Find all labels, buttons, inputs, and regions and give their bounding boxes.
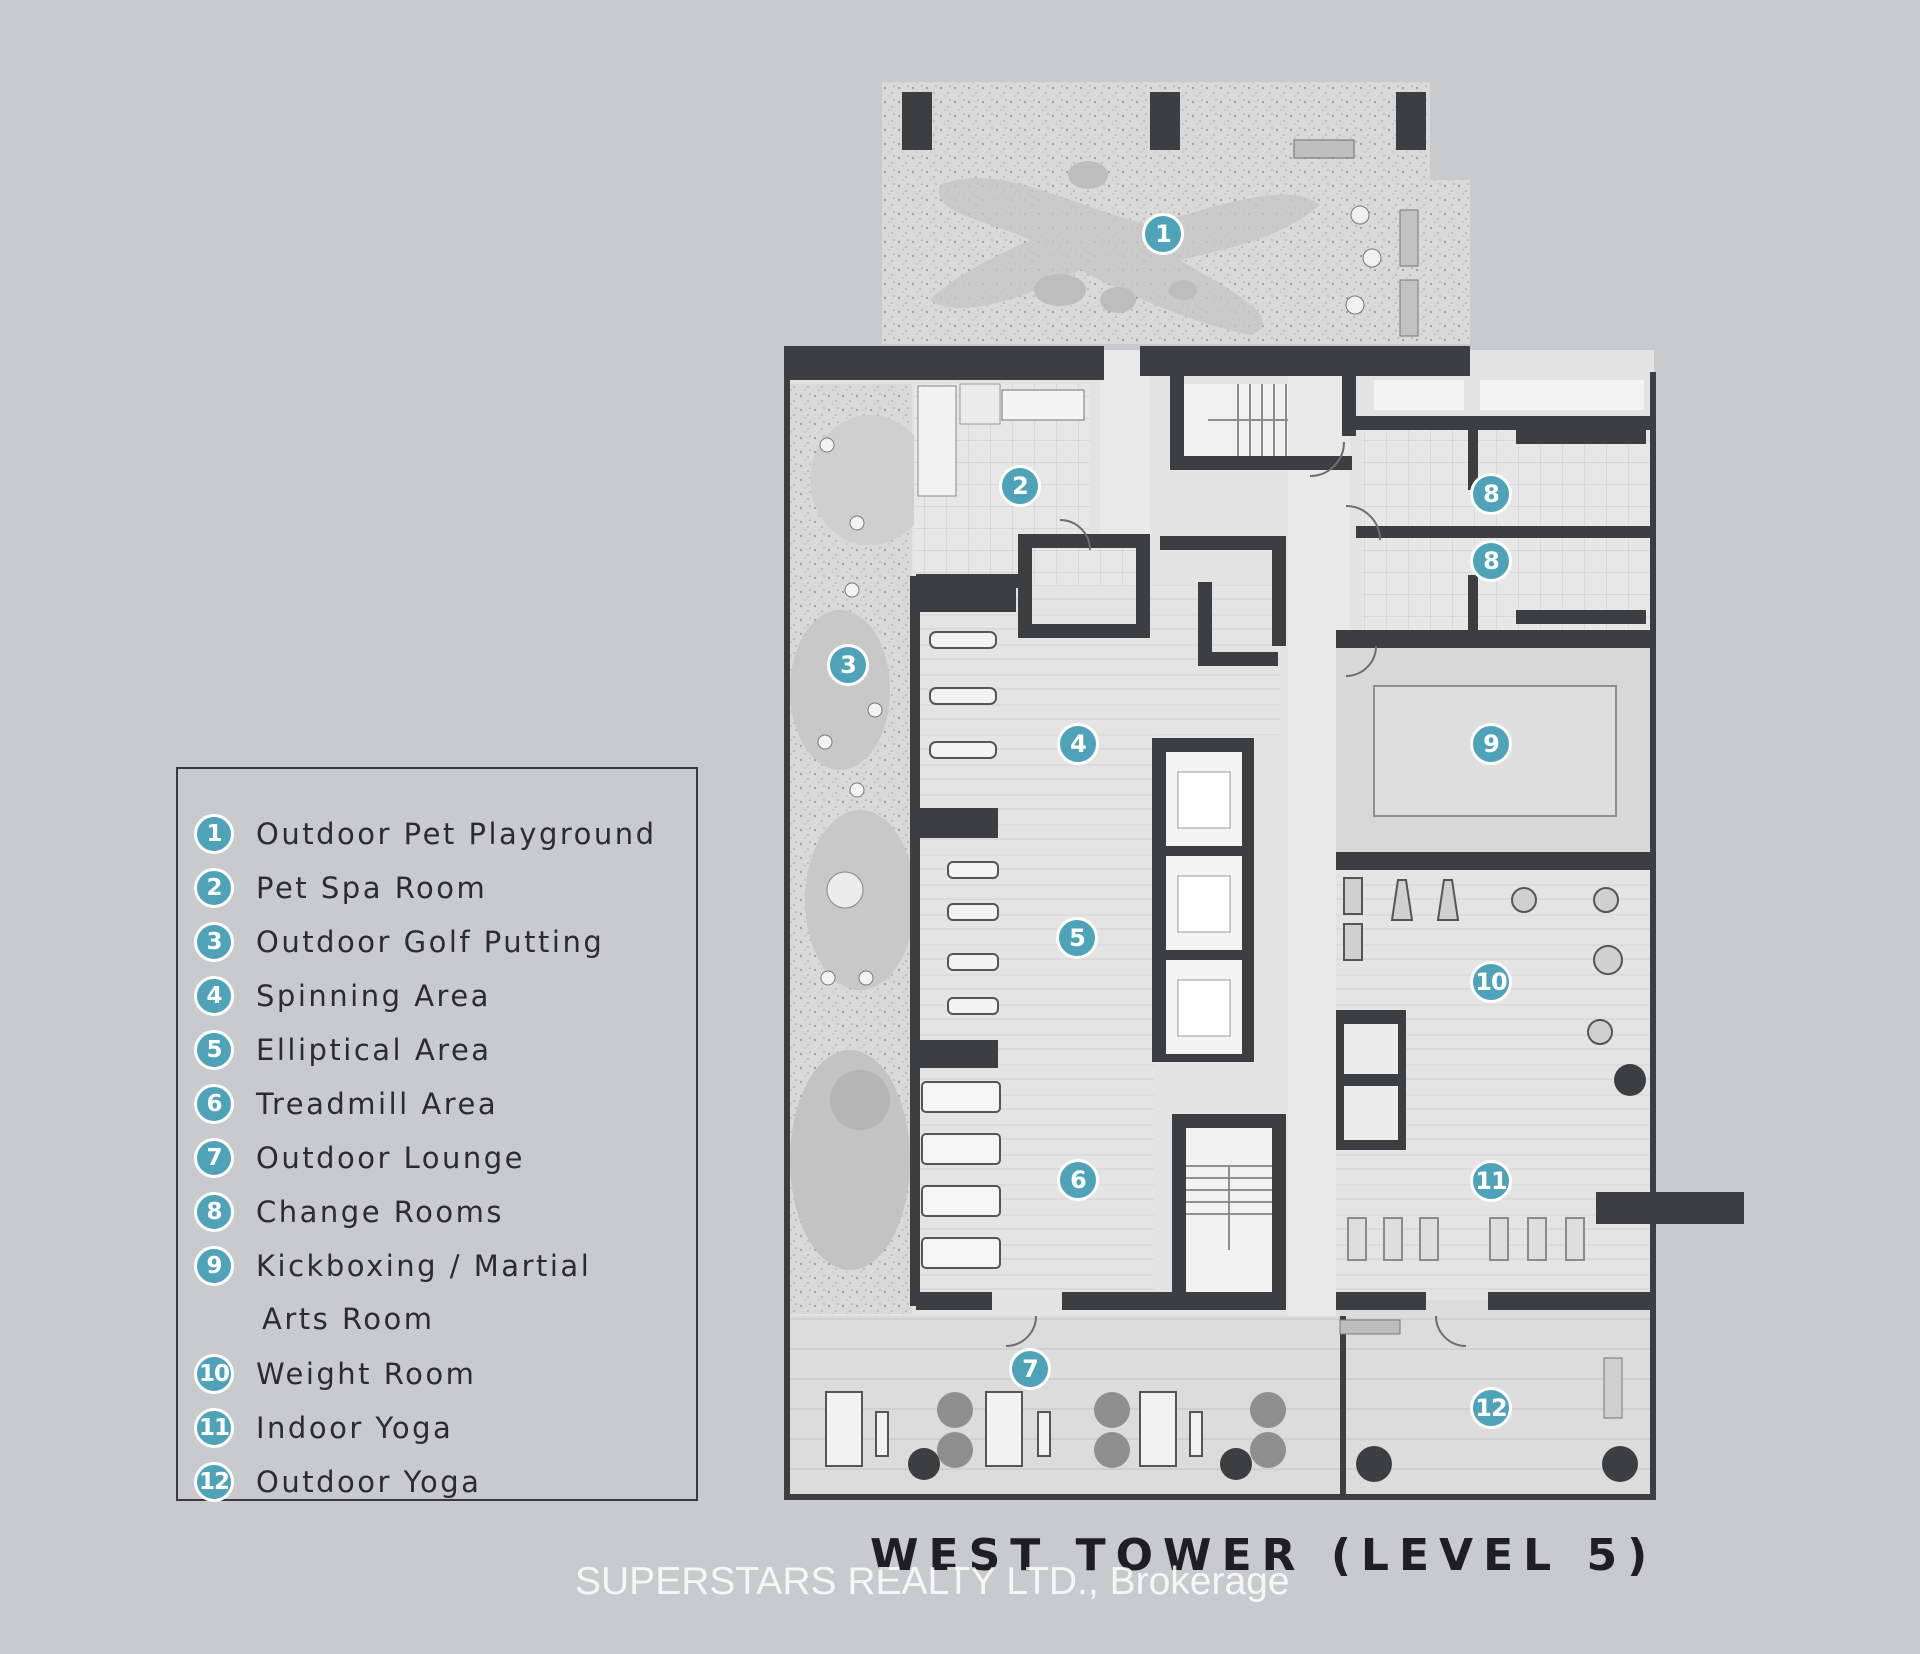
legend-badge: 7	[194, 1138, 234, 1178]
plan-badge-12: 12	[1470, 1387, 1512, 1429]
legend: 1 Outdoor Pet Playground 2 Pet Spa Room …	[176, 767, 698, 1504]
legend-item: 5 Elliptical Area	[194, 1028, 492, 1072]
legend-badge: 11	[194, 1408, 234, 1448]
legend-item: 3 Outdoor Golf Putting	[194, 920, 604, 964]
legend-item: 9 Kickboxing / Martial	[194, 1244, 591, 1288]
legend-badge: 6	[194, 1084, 234, 1124]
walls	[784, 346, 1744, 1500]
plan-badge-7: 7	[1009, 1348, 1051, 1390]
legend-item: 7 Outdoor Lounge	[194, 1136, 525, 1180]
watermark: SUPERSTARS REALTY LTD., Brokerage	[575, 1560, 1290, 1603]
legend-label: Outdoor Yoga	[256, 1465, 482, 1499]
legend-item: 6 Treadmill Area	[194, 1082, 498, 1126]
legend-badge: 10	[194, 1354, 234, 1394]
plan-badge-2: 2	[999, 465, 1041, 507]
legend-badge: 5	[194, 1030, 234, 1070]
change-room-upper-floor	[1362, 430, 1652, 526]
plan-badge-8-lower: 8	[1470, 540, 1512, 582]
legend-label: Pet Spa Room	[256, 871, 488, 905]
legend-item: 2 Pet Spa Room	[194, 866, 487, 910]
legend-label: Outdoor Pet Playground	[256, 817, 657, 851]
legend-label: Outdoor Lounge	[256, 1141, 526, 1175]
legend-badge: 4	[194, 976, 234, 1016]
plan-badge-4: 4	[1057, 723, 1099, 765]
legend-item: 1 Outdoor Pet Playground	[194, 812, 657, 856]
legend-label: Outdoor Golf Putting	[256, 925, 605, 959]
legend-badge: 1	[194, 814, 234, 854]
outdoor-golf-putting-area	[788, 384, 930, 1314]
legend-badge: 12	[194, 1462, 234, 1502]
legend-label: Treadmill Area	[256, 1087, 499, 1121]
legend-label: Kickboxing / Martial	[256, 1249, 592, 1283]
legend-item: 12 Outdoor Yoga	[194, 1460, 481, 1504]
legend-item: 11 Indoor Yoga	[194, 1406, 453, 1450]
plan-badge-11: 11	[1470, 1160, 1512, 1202]
legend-label: Indoor Yoga	[256, 1411, 454, 1445]
plan-badge-6: 6	[1057, 1159, 1099, 1201]
plan-badge-8-upper: 8	[1470, 473, 1512, 515]
legend-item: 10 Weight Room	[194, 1352, 476, 1396]
legend-badge: 3	[194, 922, 234, 962]
plan-badge-1: 1	[1142, 213, 1184, 255]
plan-badge-10: 10	[1470, 961, 1512, 1003]
legend-badge: 9	[194, 1246, 234, 1286]
legend-label: Spinning Area	[256, 979, 491, 1013]
legend-badge: 8	[194, 1192, 234, 1232]
plan-title: WEST TOWER (LEVEL 5)	[870, 1530, 1658, 1581]
plan-badge-9: 9	[1470, 723, 1512, 765]
legend-label: Elliptical Area	[256, 1033, 492, 1067]
plan-badge-5: 5	[1056, 917, 1098, 959]
outdoor-pet-playground-area	[882, 82, 1470, 344]
legend-item: 4 Spinning Area	[194, 974, 491, 1018]
legend-item: 8 Change Rooms	[194, 1190, 504, 1234]
legend-label: Change Rooms	[256, 1195, 504, 1229]
legend-item-9-continuation: Arts Room	[262, 1302, 435, 1336]
legend-label: Weight Room	[256, 1357, 477, 1391]
plan-badge-3: 3	[827, 644, 869, 686]
legend-badge: 2	[194, 868, 234, 908]
